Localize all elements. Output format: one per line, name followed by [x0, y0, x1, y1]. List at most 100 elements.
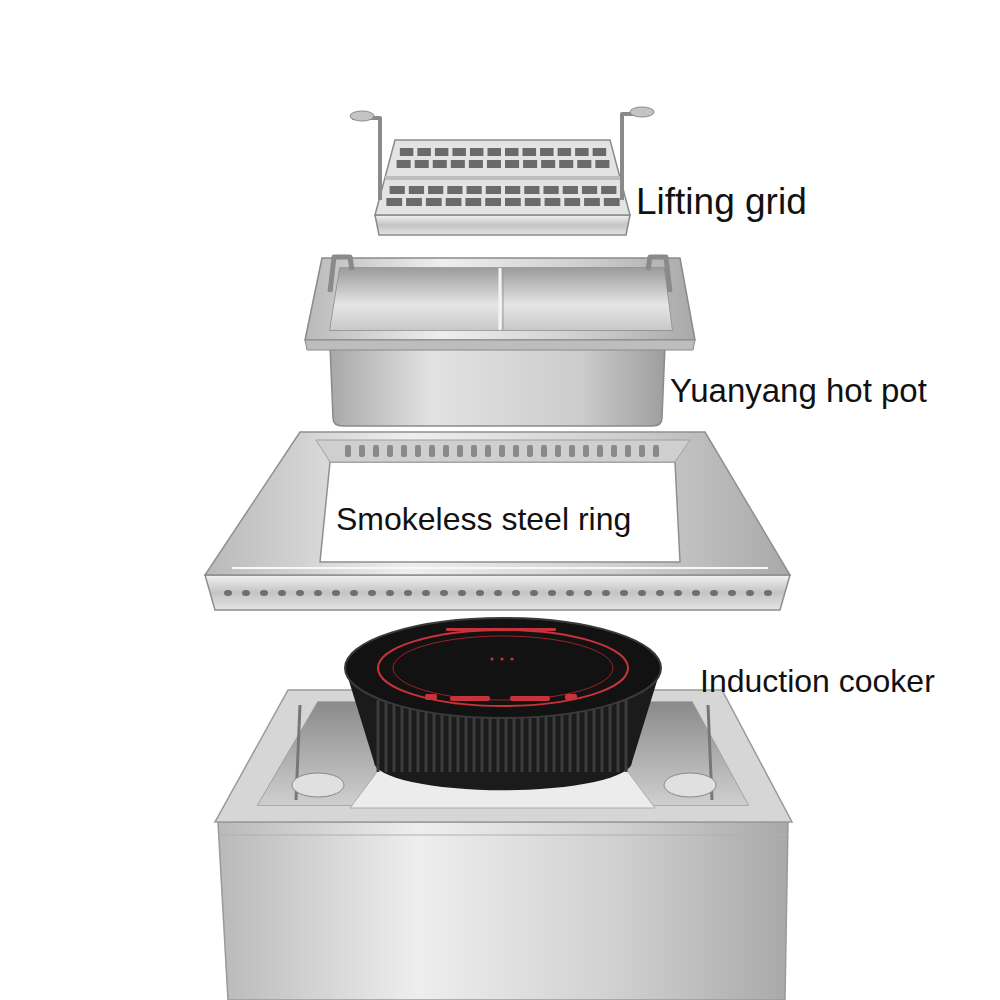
ring-slots-part — [429, 445, 435, 457]
part-label: Yuanyang hot pot — [670, 371, 927, 411]
yuanyang-hot-pot-part — [503, 268, 504, 330]
yuanyang-hot-pot-part — [499, 268, 502, 330]
grid-holes-part — [435, 148, 449, 156]
yuanyang-hot-pot-part — [305, 340, 695, 350]
lifting-grid-part — [350, 111, 374, 121]
induction-cooker-part-part — [446, 628, 556, 631]
ring-holes-part — [710, 590, 718, 596]
ring-holes-part — [746, 590, 754, 596]
part-label: Smokeless steel ring — [336, 500, 631, 538]
smokeless-steel-ring-part — [316, 440, 690, 462]
ring-holes — [224, 590, 772, 596]
grid-holes-part — [470, 148, 484, 156]
ring-holes-part — [440, 590, 448, 596]
ring-slots-part — [513, 445, 519, 457]
grid-holes-part — [417, 148, 431, 156]
lifting-grid-part — [352, 118, 380, 200]
ring-holes-part — [224, 590, 232, 596]
ring-holes-part — [332, 590, 340, 596]
yuanyang-hot-pot-part — [305, 258, 695, 340]
ring-slots-part — [359, 445, 365, 457]
lifting-grid — [350, 107, 654, 235]
grid-holes-part — [563, 186, 578, 194]
cooker-ribs-part — [609, 700, 612, 772]
ring-slots-part — [653, 445, 659, 457]
grid-holes-part — [485, 198, 501, 206]
yuanyang-hot-pot — [305, 257, 695, 426]
ring-holes-part — [548, 590, 556, 596]
ring-holes-part — [728, 590, 736, 596]
lifting-grid-part — [630, 107, 654, 117]
grid-holes-part — [601, 186, 616, 194]
grid-holes-part — [545, 198, 561, 206]
cooker-ribs-part — [601, 700, 604, 772]
cooker-ribs-part — [617, 700, 620, 772]
part-label: Induction cooker — [700, 662, 935, 700]
cooker-ribs-part — [625, 700, 628, 772]
ring-slots-part — [597, 445, 603, 457]
grid-holes-part — [558, 148, 572, 156]
induction-cooker — [345, 618, 661, 790]
grid-holes-part — [426, 198, 442, 206]
lifting-grid-part — [375, 215, 630, 235]
grid-holes-part — [415, 160, 429, 168]
part-label: Lifting grid — [636, 180, 807, 224]
ring-holes-part — [386, 590, 394, 596]
ring-slots-part — [471, 445, 477, 457]
grid-holes-part — [525, 198, 541, 206]
grid-holes-part — [582, 186, 597, 194]
induction-cooker-part-part — [510, 696, 550, 701]
smokeless-steel-ring-part — [205, 575, 790, 610]
ring-slots-part — [555, 445, 561, 457]
induction-cooker-part-part — [500, 657, 503, 660]
grid-holes-part — [523, 160, 537, 168]
ring-slots-part — [415, 445, 421, 457]
grid-holes-part — [467, 186, 482, 194]
grid-holes-part — [428, 186, 443, 194]
ring-holes-part — [674, 590, 682, 596]
cooker-ribs-part — [385, 700, 388, 772]
grid-holes-part — [541, 160, 555, 168]
lifting-grid-part — [385, 176, 620, 180]
grid-holes-part — [487, 148, 501, 156]
yuanyang-hot-pot-part — [330, 268, 672, 330]
grid-holes-part — [523, 148, 537, 156]
induction-cooker-part — [378, 630, 628, 706]
grid-holes-part — [397, 160, 411, 168]
grid-holes-part — [505, 160, 519, 168]
grid-holes-part — [400, 148, 414, 156]
grid-holes-part — [593, 148, 607, 156]
grid-holes-part — [465, 198, 481, 206]
grid-holes-part — [575, 148, 589, 156]
cooker-ribs-part — [593, 700, 596, 772]
ring-slots-part — [639, 445, 645, 457]
induction-cooker-part-part — [490, 657, 493, 660]
yuanyang-hot-pot-part — [330, 257, 352, 292]
grid-holes-part — [409, 186, 424, 194]
induction-cooker-part — [345, 618, 661, 718]
grid-holes-part — [390, 186, 405, 194]
grid-holes-part — [540, 148, 554, 156]
ring-holes-part — [368, 590, 376, 596]
ring-holes-part — [494, 590, 502, 596]
grid-holes-part — [386, 198, 402, 206]
grid-holes-part — [446, 198, 462, 206]
ring-slots-part — [401, 445, 407, 457]
smokeless-steel-ring — [205, 432, 790, 610]
lifting-grid-part — [375, 140, 630, 215]
grid-holes-part — [543, 186, 558, 194]
ring-slots-part — [611, 445, 617, 457]
ring-holes-part — [584, 590, 592, 596]
ring-holes-part — [638, 590, 646, 596]
grid-holes-part — [447, 186, 462, 194]
ring-slots-part — [527, 445, 533, 457]
ring-holes-part — [278, 590, 286, 596]
ring-holes-part — [476, 590, 484, 596]
ring-slots-part — [373, 445, 379, 457]
cabinet-base-part — [292, 773, 344, 797]
induction-cooker-part-part — [450, 696, 490, 701]
ring-holes-part — [242, 590, 250, 596]
grid-holes-part — [406, 198, 422, 206]
ring-slots-part — [569, 445, 575, 457]
grid-holes-part — [524, 186, 539, 194]
